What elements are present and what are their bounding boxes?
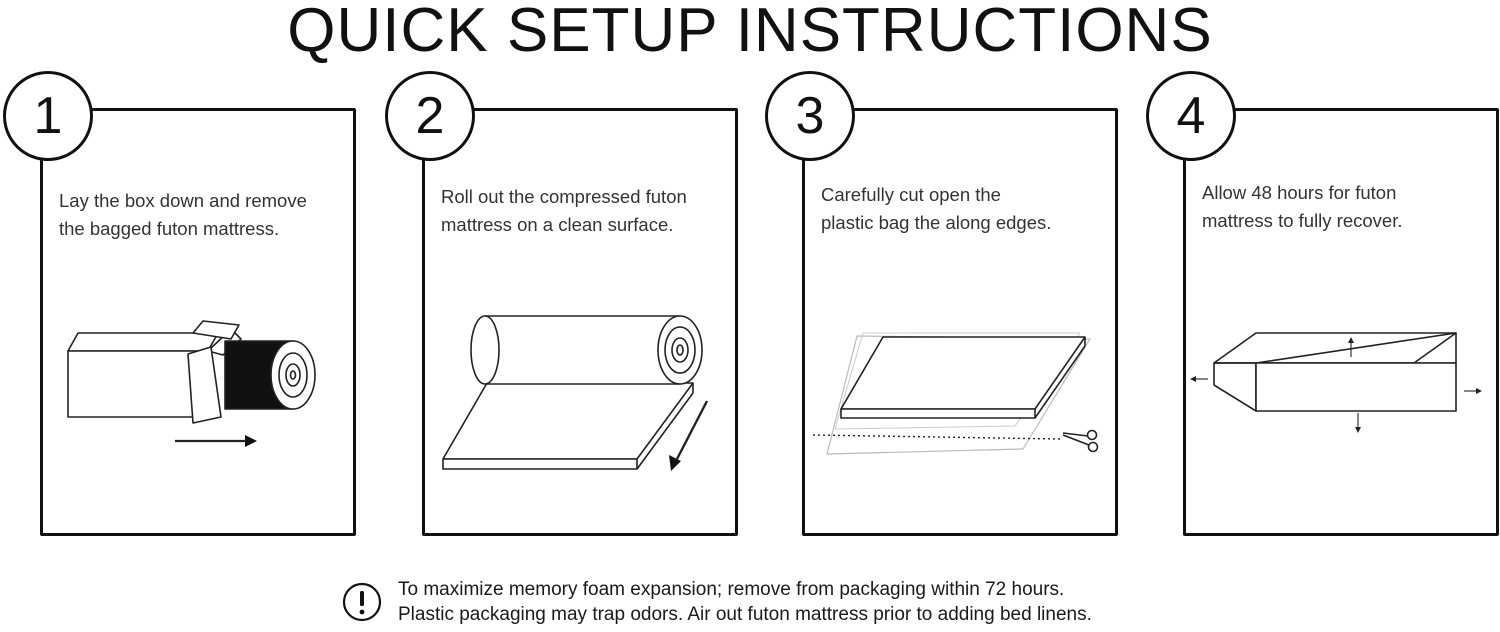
step-panel-1: Lay the box down and remove the bagged f…: [3, 71, 356, 536]
notice-line-1: To maximize memory foam expansion; remov…: [398, 579, 1065, 600]
step-panel-2: Roll out the compressed futon mattress o…: [385, 71, 738, 536]
step-number-badge-3: 3: [765, 71, 855, 161]
exclamation-circle-icon: [342, 582, 382, 622]
step-3-description: Carefully cut open the plastic bag the a…: [821, 181, 1111, 237]
scissors-cut-bag-icon: [812, 332, 1099, 455]
step-2-line-1: Roll out the compressed futon: [441, 186, 687, 207]
step-3-line-1: Carefully cut open the: [821, 184, 1001, 205]
step-2-line-2: mattress on a clean surface.: [441, 214, 674, 235]
step-3-line-2: plastic bag the along edges.: [821, 212, 1052, 233]
step-1-line-2: the bagged futon mattress.: [59, 218, 280, 239]
step-number-badge-1: 1: [3, 71, 93, 161]
step-2-description: Roll out the compressed futon mattress o…: [441, 183, 731, 239]
step-1-line-1: Lay the box down and remove: [59, 190, 307, 211]
step-1-description: Lay the box down and remove the bagged f…: [59, 187, 349, 243]
page-title: QUICK SETUP INSTRUCTIONS: [287, 0, 1213, 65]
notice-text: To maximize memory foam expansion; remov…: [398, 577, 1398, 627]
box-unroll-icon: [67, 320, 316, 447]
step-4-line-1: Allow 48 hours for futon: [1202, 182, 1397, 203]
mattress-roll-icon: [442, 315, 709, 471]
step-panel-3: Carefully cut open the plastic bag the a…: [765, 71, 1118, 536]
step-number-badge-4: 4: [1146, 71, 1236, 161]
step-4-description: Allow 48 hours for futon mattress to ful…: [1202, 179, 1492, 235]
mattress-expand-icon: [1190, 332, 1482, 433]
step-number-badge-2: 2: [385, 71, 475, 161]
step-4-line-2: mattress to fully recover.: [1202, 210, 1403, 231]
step-panel-4: Allow 48 hours for futon mattress to ful…: [1146, 71, 1499, 536]
notice-line-2: Plastic packaging may trap odors. Air ou…: [398, 604, 1092, 625]
